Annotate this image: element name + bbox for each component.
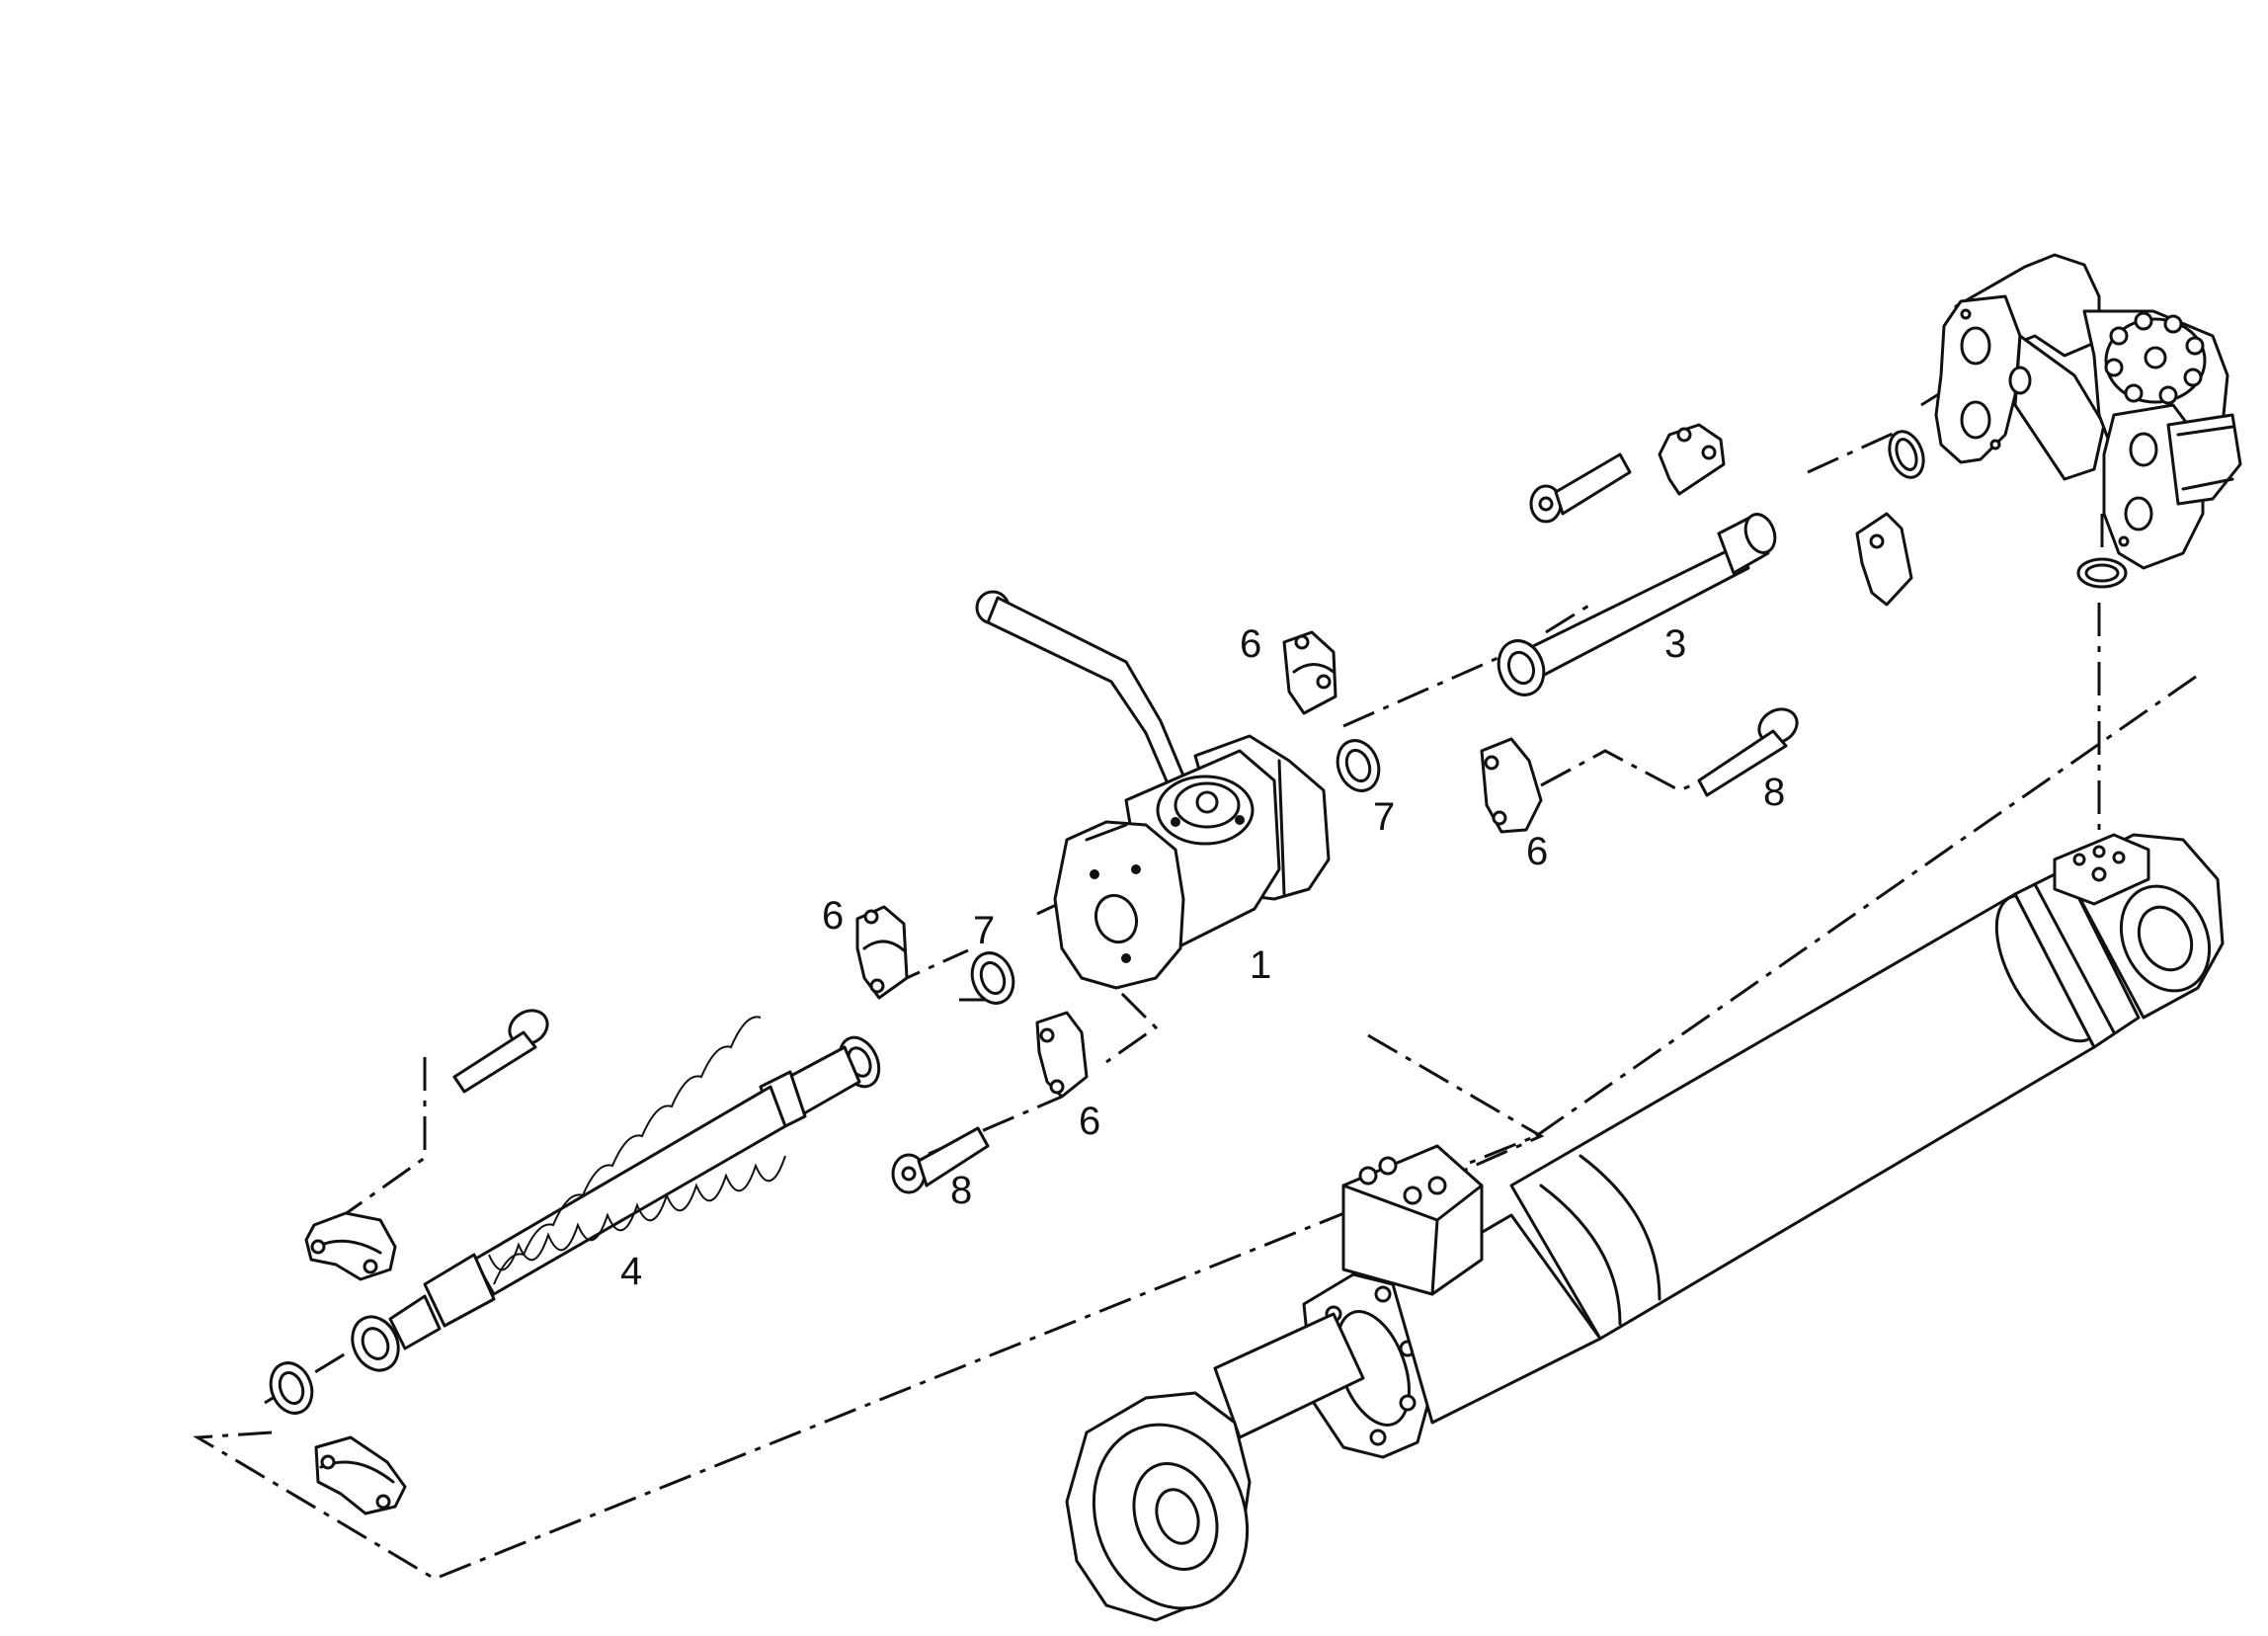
flange-clamp-half [1282, 630, 1337, 715]
ball-valve-part-1 [975, 590, 1331, 990]
o-ring [1344, 749, 1372, 782]
callout-part-1: 1 [1250, 943, 1271, 987]
cap-screw [1529, 452, 1632, 524]
flange-clamp-half [1658, 423, 1726, 496]
callout-part-4: 4 [620, 1250, 642, 1293]
callout-part-8: 8 [950, 1169, 972, 1212]
o-ring [278, 1371, 305, 1405]
o-ring [979, 961, 1007, 995]
cap-screw [891, 1126, 990, 1194]
cap-screw [452, 1009, 549, 1094]
callout-part-8: 8 [1763, 771, 1785, 814]
cap-screw [1697, 707, 1799, 797]
callout-part-6: 6 [822, 894, 844, 938]
flange-clamp-half [1035, 1011, 1089, 1099]
o-ring [2076, 557, 2128, 589]
callout-labels: 1 3 4 6 6 6 6 7 7 8 8 [620, 622, 1785, 1293]
hose-assembly-part-4 [351, 1016, 881, 1372]
valve-housing [1934, 253, 2242, 570]
o-ring [2084, 563, 2120, 583]
o-ring [269, 1361, 314, 1415]
callout-part-7: 7 [1373, 795, 1395, 839]
o-ring [1895, 438, 1918, 471]
pipe-part-3 [1497, 513, 1777, 696]
callout-part-6: 6 [1079, 1100, 1100, 1143]
flange-clamp-half [855, 905, 909, 1000]
callout-part-7: 7 [973, 909, 995, 952]
o-ring [1336, 739, 1381, 792]
callout-part-6: 6 [1526, 830, 1548, 873]
flange-clamp-half [1855, 512, 1913, 607]
flange-clamp-half [304, 1211, 397, 1281]
callout-part-3: 3 [1664, 622, 1686, 666]
flange-clamp-half [314, 1435, 407, 1515]
hydraulic-cylinder [1065, 833, 2225, 1622]
callout-part-6: 6 [1240, 622, 1261, 666]
flange-clamp-half [1480, 737, 1543, 834]
